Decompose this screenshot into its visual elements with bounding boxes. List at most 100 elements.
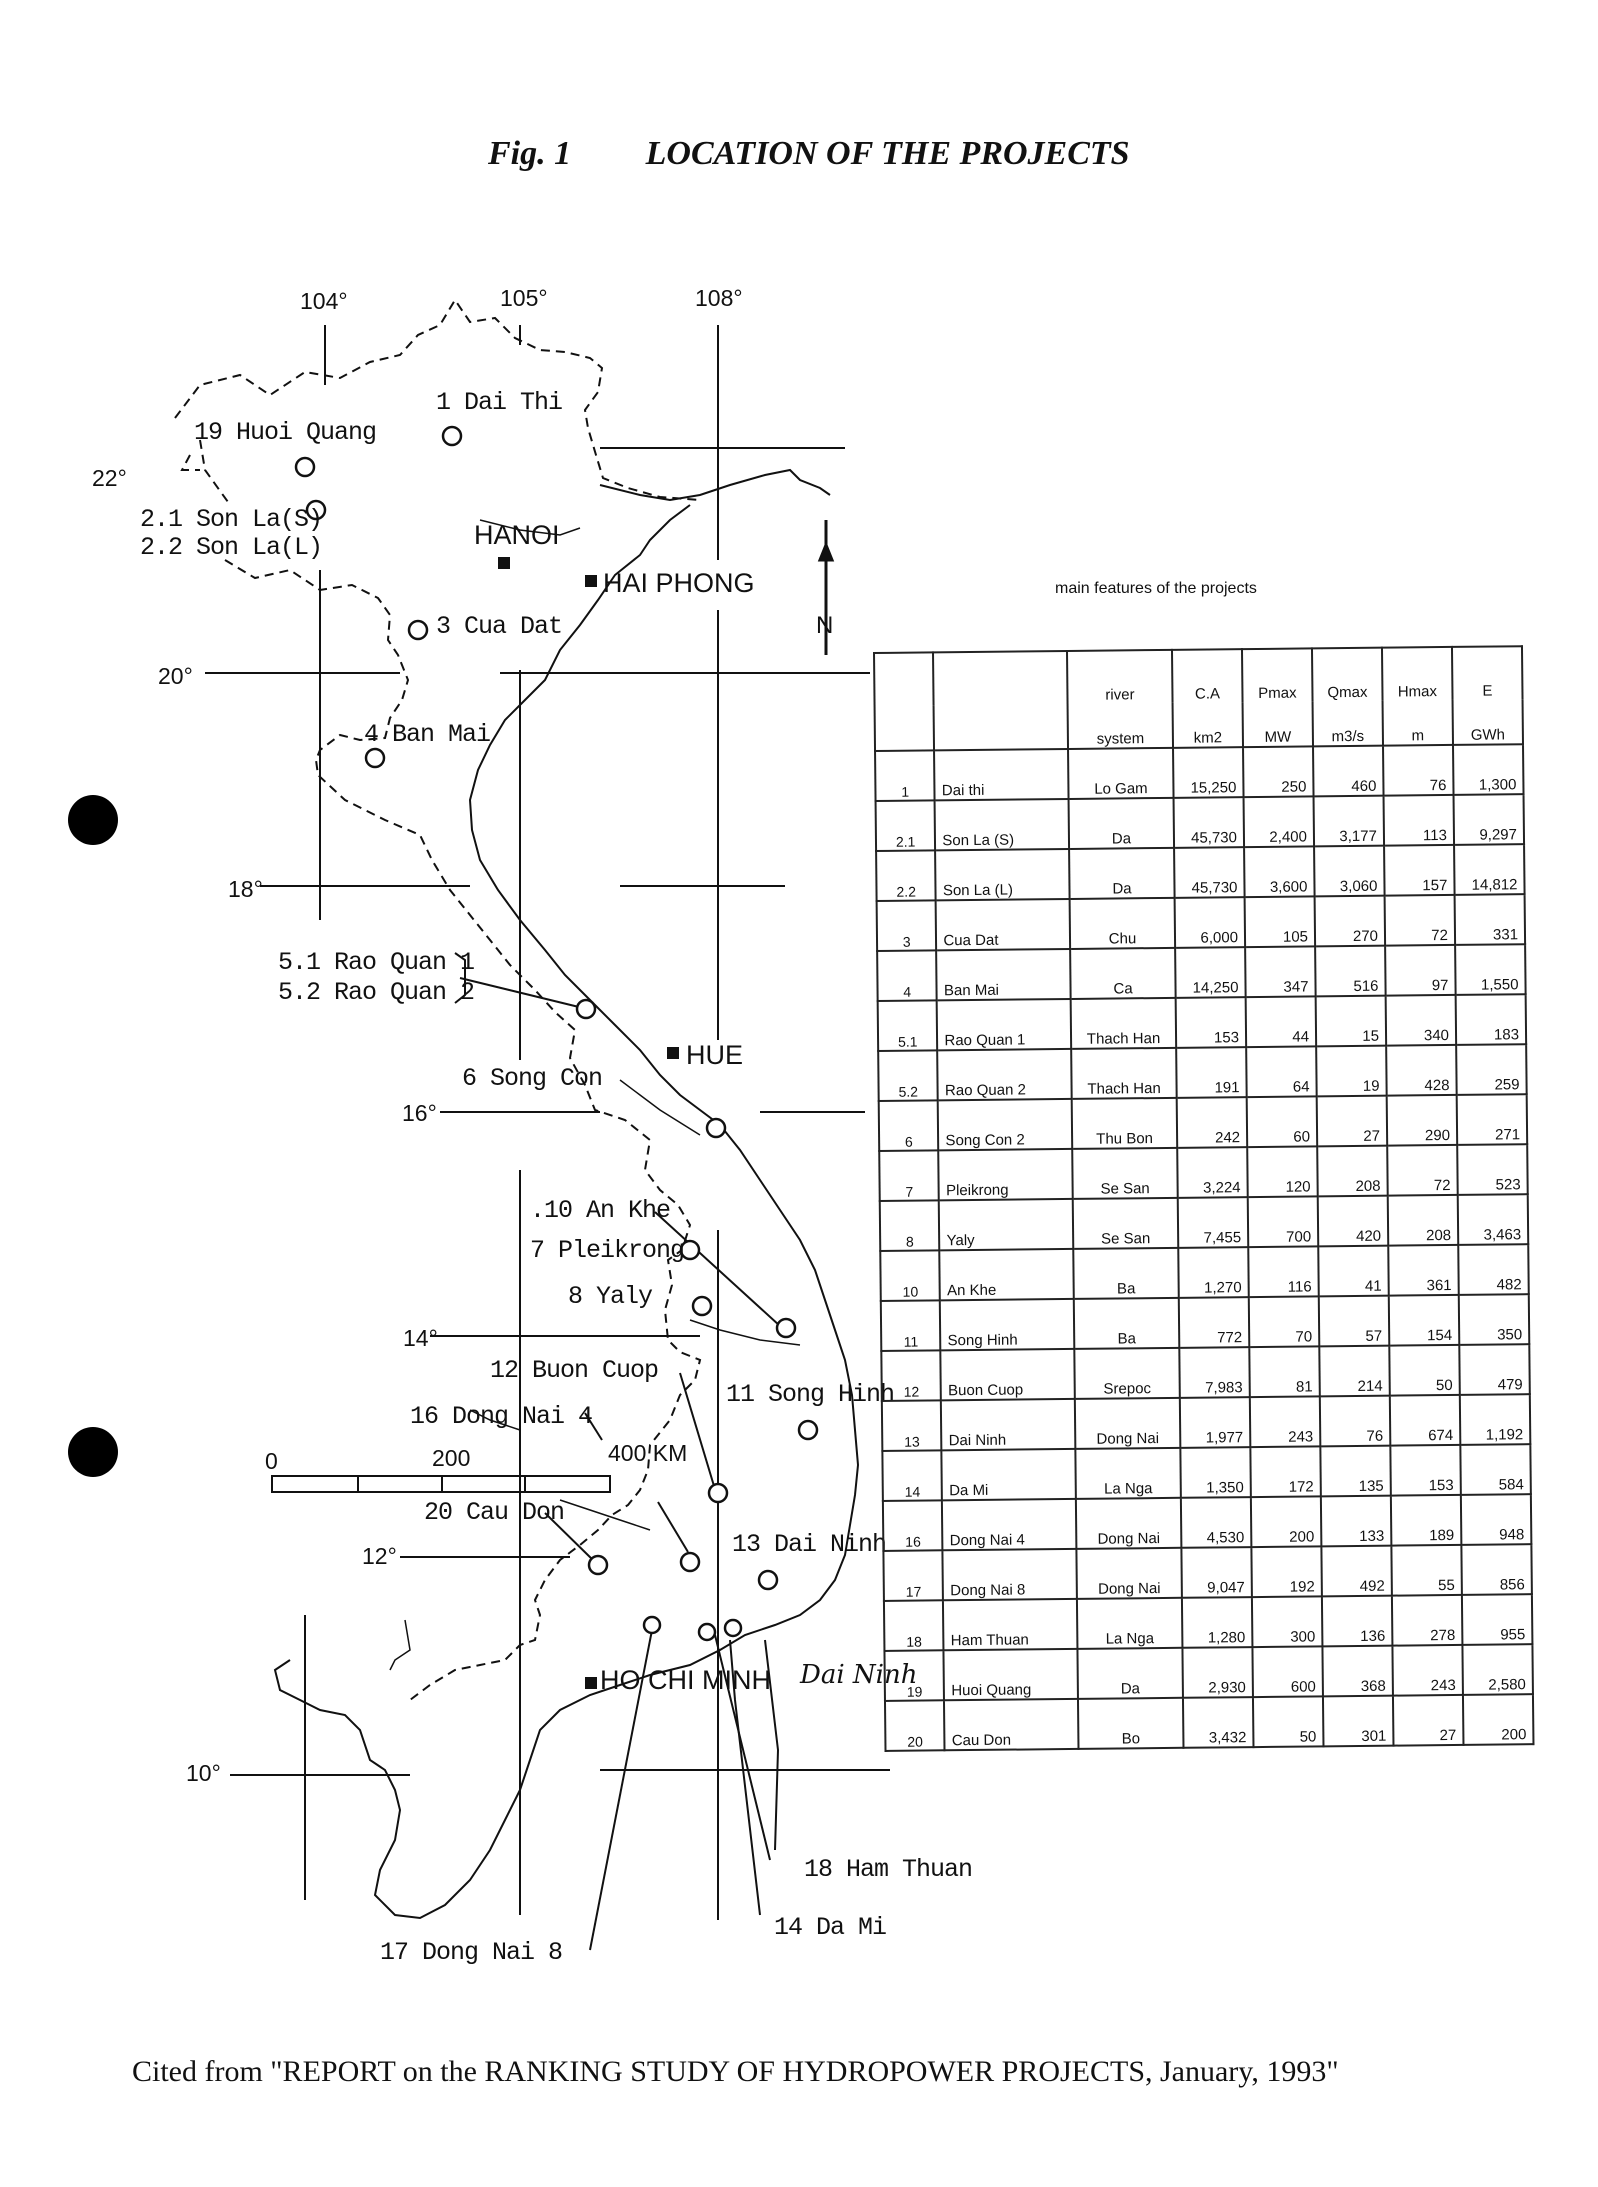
label-an-khe: .10 An Khe xyxy=(530,1196,671,1225)
table-cell: Son La (L) xyxy=(935,848,1070,901)
header-pmax: Pmax xyxy=(1241,648,1313,703)
table-cell: Dong Nai xyxy=(1074,1397,1181,1449)
table-cell: Thach Han xyxy=(1071,1047,1177,1099)
table-cell: Ba xyxy=(1073,1247,1179,1299)
table-cell: 3,432 xyxy=(1182,1697,1254,1748)
table-cell: 41 xyxy=(1318,1245,1389,1297)
table-cell: 3,463 xyxy=(1457,1194,1529,1245)
table-cell: 350 xyxy=(1458,1294,1530,1345)
lon-label-104: 104° xyxy=(300,288,348,314)
table-cell: 2.2 xyxy=(876,850,936,901)
table-cell: Cau Don xyxy=(944,1698,1079,1751)
table-cell: 45,730 xyxy=(1173,797,1245,848)
header-no xyxy=(874,652,934,706)
table-cell: Huoi Quang xyxy=(943,1648,1078,1701)
table-cell: 153 xyxy=(1390,1444,1461,1496)
table-cell: 1,280 xyxy=(1181,1597,1253,1648)
table-cell: Son La (S) xyxy=(934,798,1070,851)
header-river: river xyxy=(1067,649,1173,704)
table-cell: 259 xyxy=(1456,1044,1527,1095)
table-cell: 19 xyxy=(1316,1045,1387,1097)
scale-start-label: 0 xyxy=(265,1448,278,1474)
table-cell: Dong Nai 8 xyxy=(942,1548,1077,1601)
table-cell: Ba xyxy=(1073,1297,1180,1349)
table-cell: Dai Ninh xyxy=(941,1398,1076,1451)
table-cell: 5.1 xyxy=(877,1000,938,1051)
table-cell: 76 xyxy=(1382,744,1454,796)
table-cell: 1 xyxy=(875,750,935,801)
table-cell: Ban Mai xyxy=(936,948,1071,1001)
table-cell: 44 xyxy=(1245,996,1317,1048)
table-cell: 6 xyxy=(878,1100,939,1151)
hai-phong-marker xyxy=(585,575,597,587)
table-cell: 113 xyxy=(1383,794,1454,846)
table-cell: 6,000 xyxy=(1174,897,1246,948)
lat-label-10: 10° xyxy=(186,1760,221,1786)
table-cell: 1,350 xyxy=(1180,1447,1251,1498)
hanoi-marker xyxy=(498,557,510,569)
table-cell: 243 xyxy=(1249,1396,1321,1448)
figure-caption: LOCATION OF THE PROJECTS xyxy=(645,135,1130,172)
table-cell: 242 xyxy=(1176,1097,1248,1148)
table-cell: 50 xyxy=(1389,1344,1460,1396)
table-cell: 200 xyxy=(1250,1496,1322,1548)
north-arrow xyxy=(817,520,835,655)
header-name xyxy=(933,650,1068,706)
label-yaly: 8 Yaly xyxy=(568,1282,653,1311)
site-8 xyxy=(691,1295,713,1317)
table-cell: 191 xyxy=(1176,1047,1247,1098)
table-cell: 157 xyxy=(1384,844,1455,896)
table-cell: 1,977 xyxy=(1179,1397,1251,1448)
table-cell: 120 xyxy=(1247,1146,1318,1198)
lat-label-20: 20° xyxy=(158,663,193,689)
table-cell: Dong Nai xyxy=(1076,1547,1182,1599)
header-ca: C.A xyxy=(1171,649,1243,703)
table-cell: 15 xyxy=(1315,995,1387,1047)
site-20 xyxy=(587,1554,609,1576)
table-cell: 3,060 xyxy=(1314,845,1385,897)
scale-bar xyxy=(271,1475,611,1493)
unit-no xyxy=(874,705,935,751)
table-cell: Chu xyxy=(1069,897,1176,949)
table-cell: 5.2 xyxy=(878,1050,939,1101)
table-cell: 1,270 xyxy=(1178,1247,1249,1298)
table-cell: 13 xyxy=(881,1400,942,1451)
site-6 xyxy=(705,1117,727,1139)
handwritten-note: Dai Ninh xyxy=(800,1660,918,1690)
label-ban-mai: 4 Ban Mai xyxy=(364,720,491,749)
table-cell: 674 xyxy=(1389,1394,1461,1446)
table-cell: 189 xyxy=(1390,1494,1462,1546)
table-cell: 482 xyxy=(1458,1244,1529,1295)
table-cell: Dong Nai xyxy=(1075,1497,1182,1549)
table-cell: Song Hinh xyxy=(940,1298,1075,1351)
table-cell: 523 xyxy=(1457,1144,1528,1195)
table-cell: 600 xyxy=(1252,1646,1323,1698)
label-dong-nai-4: 16 Dong Nai 4 xyxy=(410,1402,593,1431)
table-cell: 271 xyxy=(1456,1094,1528,1145)
table-cell: La Nga xyxy=(1075,1447,1181,1499)
table-cell: 1,192 xyxy=(1459,1394,1531,1445)
table-cell: 3,600 xyxy=(1244,846,1315,898)
table-cell: Lo Gam xyxy=(1068,747,1174,799)
punch-hole-bottom xyxy=(68,1427,118,1477)
table-cell: 492 xyxy=(1321,1545,1392,1597)
table-cell: 368 xyxy=(1322,1645,1393,1697)
table-cell: Buon Cuop xyxy=(940,1348,1075,1401)
table-cell: 3 xyxy=(876,900,937,951)
table-cell: 4 xyxy=(877,950,938,1001)
table-cell: Thu Bon xyxy=(1071,1097,1178,1149)
unit-river: system xyxy=(1067,702,1174,749)
label-rao-quan-1: 5.1 Rao Quan 1 xyxy=(278,948,475,977)
lon-label-105: 105° xyxy=(500,285,548,311)
table-cell: 420 xyxy=(1317,1195,1389,1247)
label-da-mi: 14 Da Mi xyxy=(774,1913,887,1942)
